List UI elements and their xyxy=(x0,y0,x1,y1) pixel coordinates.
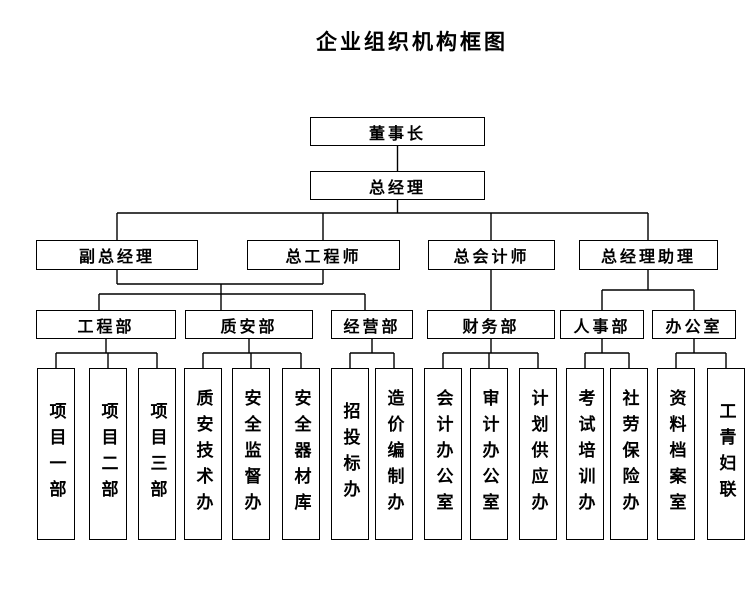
node-operations-dept: 经营部 xyxy=(331,310,413,339)
node-office: 办公室 xyxy=(652,310,736,339)
node-project-dept-3: 项目三部 xyxy=(138,368,176,540)
node-safety-supervision-office: 安全监督办 xyxy=(232,368,270,540)
node-bidding-office: 招投标办 xyxy=(331,368,369,540)
node-project-dept-2: 项目二部 xyxy=(89,368,127,540)
node-cost-compilation-office: 造价编制办 xyxy=(375,368,413,540)
node-chief-engineer: 总工程师 xyxy=(247,240,400,270)
node-social-labor-insurance-office: 社劳保险办 xyxy=(610,368,648,540)
node-union-youth-women-federation: 工青妇联 xyxy=(707,368,745,540)
node-project-dept-1: 项目一部 xyxy=(37,368,75,540)
node-quality-safety-tech-office: 质安技术办 xyxy=(184,368,222,540)
chart-title: 企业组织机构框图 xyxy=(316,30,508,54)
node-quality-safety-dept: 质安部 xyxy=(185,310,313,339)
node-document-archive-room: 资料档案室 xyxy=(657,368,695,540)
node-planning-supply-office: 计划供应办 xyxy=(519,368,557,540)
node-accounting-office: 会计办公室 xyxy=(424,368,462,540)
node-safety-equipment-warehouse: 安全器材库 xyxy=(282,368,320,540)
node-deputy-general-manager: 副总经理 xyxy=(36,240,198,270)
node-chairman: 董事长 xyxy=(310,117,485,146)
node-hr-dept: 人事部 xyxy=(560,310,644,339)
node-general-manager-assistant: 总经理助理 xyxy=(579,240,718,270)
node-chief-accountant: 总会计师 xyxy=(428,240,555,270)
node-engineering-dept: 工程部 xyxy=(36,310,176,339)
node-audit-office: 审计办公室 xyxy=(470,368,508,540)
node-finance-dept: 财务部 xyxy=(427,310,555,339)
node-general-manager: 总经理 xyxy=(310,171,485,200)
node-exam-training-office: 考试培训办 xyxy=(566,368,604,540)
